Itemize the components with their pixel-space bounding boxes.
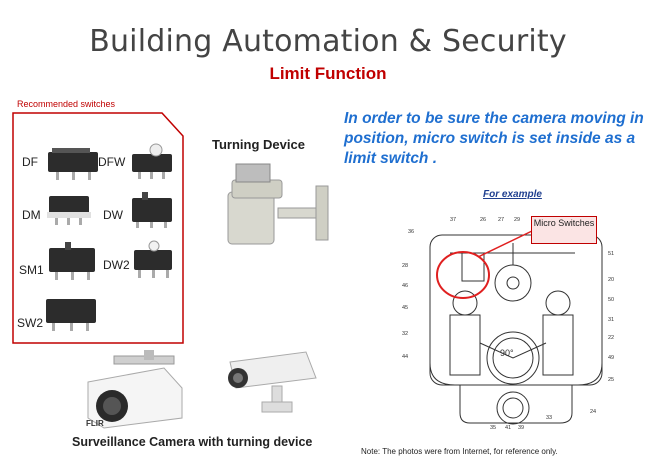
mechanism-diagram: 90° 36 37 26 27 29 28 46 45 32 44 51 20 … — [402, 217, 614, 431]
switch-label-df: DF — [22, 155, 38, 169]
page-subtitle: Limit Function — [269, 64, 387, 83]
diagram-number: 22 — [608, 335, 614, 341]
description-text: In order to be sure the camera moving in… — [344, 110, 644, 167]
turning-device-label: Turning Device — [212, 137, 305, 152]
diagram-number: 20 — [608, 277, 614, 283]
switch-sw2-image — [46, 299, 96, 331]
diagram-number: 24 — [590, 409, 596, 415]
switch-label-dfw: DFW — [98, 155, 126, 169]
page-title: Building Automation & Security — [89, 24, 567, 59]
diagram-number: 50 — [608, 297, 614, 303]
bullet-camera-image — [228, 351, 317, 413]
diagram-number: 39 — [518, 425, 524, 431]
switch-sm1-image — [49, 242, 95, 280]
diagram-number: 26 — [480, 217, 486, 223]
diagram-number: 35 — [490, 425, 496, 431]
switch-label-dw2: DW2 — [103, 258, 130, 272]
for-example-label: For example — [483, 189, 542, 200]
switch-dfw-image — [132, 143, 172, 179]
switch-label-sm1: SM1 — [19, 263, 44, 277]
diagram-number: 44 — [402, 354, 408, 360]
diagram-number: 49 — [608, 355, 614, 361]
switch-label-dm: DM — [22, 208, 41, 222]
switch-dw2-image — [134, 240, 172, 278]
diagram-number: 25 — [608, 377, 614, 383]
diagram-number: 28 — [402, 263, 408, 269]
footnote: Note: The photos were from Internet, for… — [361, 447, 558, 456]
switch-df-image — [48, 148, 98, 180]
diagram-number: 46 — [402, 283, 408, 289]
camera-logo: FLIR — [86, 419, 104, 428]
camera-caption: Surveillance Camera with turning device — [72, 435, 313, 449]
diagram-angle-label: 90° — [500, 348, 514, 358]
recommended-switches-label: Recommended switches — [17, 99, 116, 109]
diagram-number: 31 — [608, 317, 614, 323]
diagram-number: 41 — [505, 425, 511, 431]
diagram-number: 51 — [608, 251, 614, 257]
diagram-number: 32 — [402, 331, 408, 337]
diagram-number: 27 — [498, 217, 504, 223]
switch-dm-image — [47, 196, 91, 225]
diagram-number: 37 — [450, 217, 456, 223]
micro-switches-callout: Micro Switches — [531, 216, 597, 244]
switch-label-dw: DW — [103, 208, 123, 222]
diagram-number: 36 — [408, 229, 414, 235]
diagram-number: 29 — [514, 217, 520, 223]
diagram-number: 45 — [402, 305, 408, 311]
switch-dw-image — [132, 192, 172, 228]
diagram-number: 33 — [546, 415, 552, 421]
switch-label-sw2: SW2 — [17, 316, 44, 330]
switch-panel — [12, 112, 184, 344]
turning-device-image — [227, 163, 329, 245]
flir-camera-image: FLIR — [86, 350, 183, 429]
